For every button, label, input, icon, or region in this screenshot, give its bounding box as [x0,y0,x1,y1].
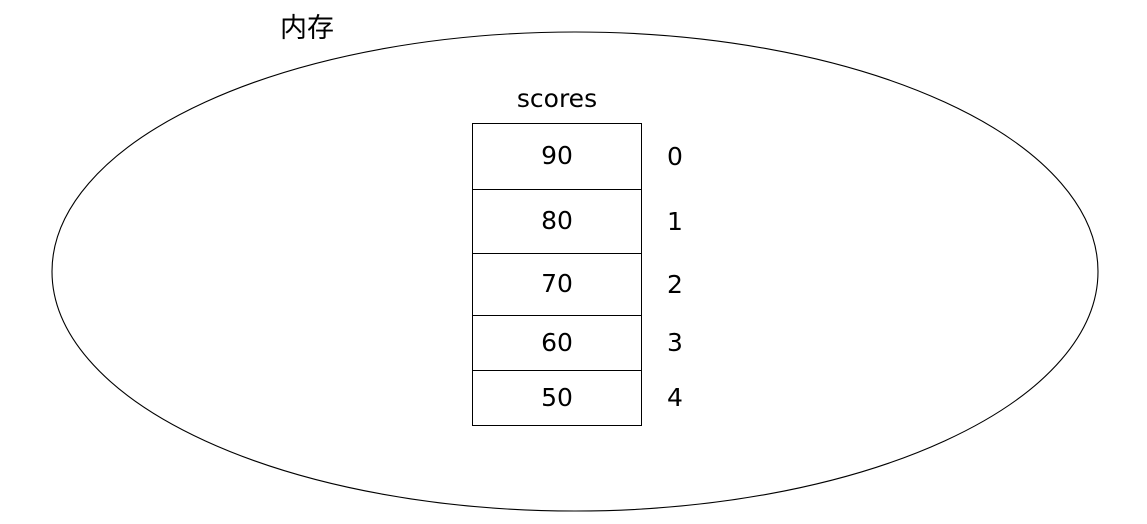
array-cell: 70 [473,254,641,316]
array-name-label: scores [516,84,598,113]
array-index-label: 3 [667,328,683,357]
array-cell-value: 50 [541,382,573,412]
array-cell: 80 [473,190,641,254]
array-cell: 50 [473,371,641,425]
array-cell: 60 [473,316,641,371]
array-index-column: 0 1 2 3 4 [656,123,700,426]
array-cell: 90 [473,124,641,190]
array-cell-value: 80 [541,206,573,235]
array-index-label: 4 [667,382,683,412]
array-index-label: 1 [667,206,683,236]
array-cell-value: 70 [541,269,573,298]
memory-label: 内存 [280,13,334,44]
array-index-label: 0 [667,141,683,171]
array-table: 90 80 70 60 50 [472,123,642,426]
memory-ellipse [51,31,1099,512]
array-index-label: 2 [667,269,683,299]
array-cell-value: 60 [541,327,573,357]
array-cell-value: 90 [541,141,573,170]
